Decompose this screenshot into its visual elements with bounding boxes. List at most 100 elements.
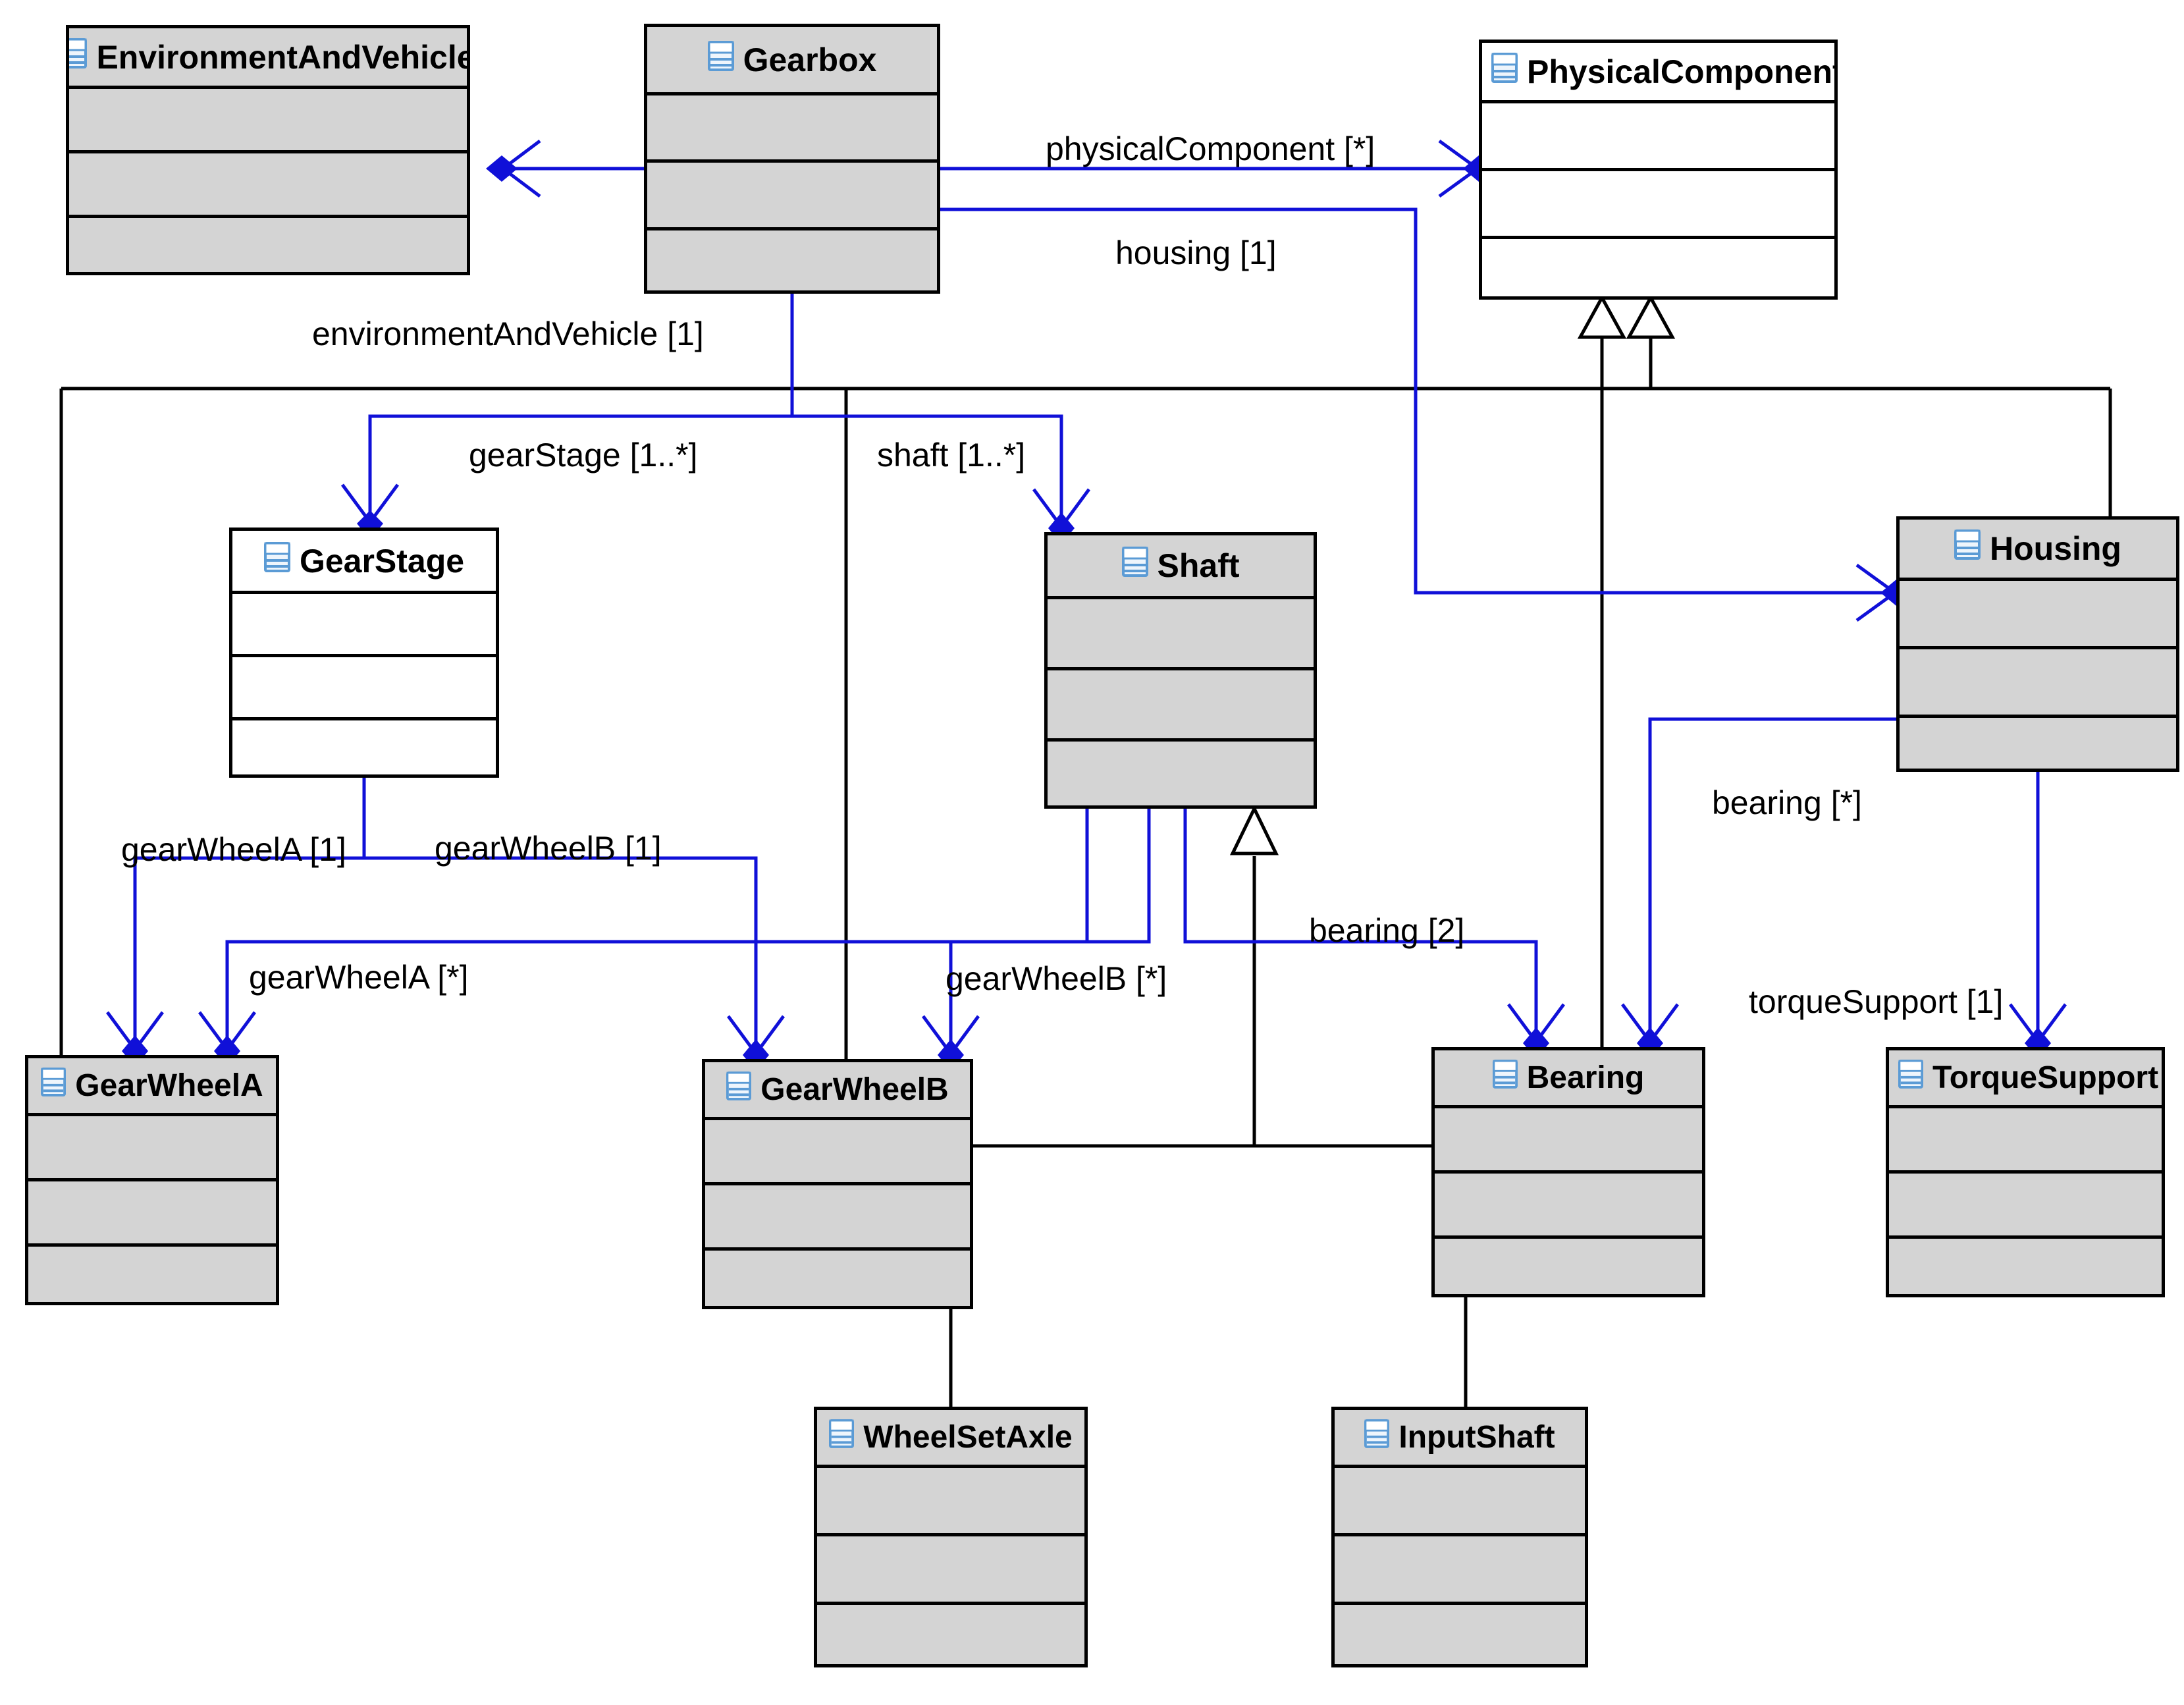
class-compartment [817, 1533, 1084, 1602]
class-box-physicalcomponent[interactable]: PhysicalComponent [1479, 40, 1838, 300]
class-compartment [817, 1602, 1084, 1664]
assoc-label-physicalcomponent: physicalComponent [*] [1046, 130, 1375, 167]
class-title-torquesupport: TorqueSupport [1889, 1050, 2162, 1105]
class-compartment [1889, 1235, 2162, 1294]
class-name-label: TorqueSupport [1932, 1060, 2159, 1095]
class-compartment [1335, 1533, 1585, 1602]
class-compartment [28, 1243, 276, 1302]
class-box-inputshaft[interactable]: InputShaft [1331, 1407, 1588, 1667]
class-icon [1364, 1419, 1390, 1456]
class-name-label: GearWheelB [760, 1072, 949, 1107]
class-compartment [232, 717, 496, 774]
assoc-label-bearing-2: bearing [2] [1309, 912, 1465, 949]
assoc-line-gearstage [368, 294, 794, 524]
class-compartment [1048, 667, 1314, 738]
class-box-wheelsetaxle[interactable]: WheelSetAxle [814, 1407, 1088, 1667]
class-compartment [817, 1465, 1084, 1533]
class-compartment [1335, 1465, 1585, 1533]
class-compartment [705, 1117, 970, 1182]
class-box-housing[interactable]: Housing [1896, 516, 2179, 772]
assoc-diamond-gearstage [357, 510, 383, 539]
class-icon [1492, 1059, 1518, 1096]
class-icon [1898, 1059, 1923, 1096]
class-box-gearwheela[interactable]: GearWheelA [25, 1055, 279, 1305]
class-compartment [647, 92, 937, 159]
assoc-line-housing [940, 207, 1896, 595]
class-title-environmentandvehicle: EnvironmentAndVehicle [69, 28, 467, 86]
class-title-gearwheelb: GearWheelB [705, 1062, 970, 1117]
class-compartment [647, 227, 937, 290]
class-compartment [705, 1247, 970, 1306]
assoc-label-gearwheela-star: gearWheelA [*] [249, 959, 469, 996]
class-compartment [1900, 646, 2176, 715]
class-title-gearwheela: GearWheelA [28, 1058, 276, 1113]
class-compartment [1435, 1235, 1702, 1294]
class-box-torquesupport[interactable]: TorqueSupport [1886, 1047, 2165, 1297]
class-box-bearing[interactable]: Bearing [1431, 1047, 1705, 1297]
generalization-group-physicalcomponent [59, 294, 2112, 1059]
class-name-label: WheelSetAxle [863, 1420, 1073, 1455]
class-icon [707, 40, 734, 79]
class-compartment [1889, 1105, 2162, 1170]
class-name-label: GearWheelA [75, 1068, 263, 1103]
assoc-line-gearwheela-star [225, 809, 1089, 1051]
class-name-label: Gearbox [743, 41, 877, 78]
assoc-label-shaft: shaft [1..*] [877, 437, 1026, 474]
assoc-line-gearwheelb-star [949, 809, 1151, 1055]
class-box-gearwheelb[interactable]: GearWheelB [702, 1059, 973, 1309]
assoc-label-gearwheela-1: gearWheelA [1] [121, 831, 346, 868]
class-icon [829, 1419, 855, 1456]
class-compartment [28, 1113, 276, 1178]
assoc-label-bearing-star: bearing [*] [1712, 784, 1862, 821]
class-name-label: Housing [1990, 530, 2121, 567]
assoc-label-torquesupport: torqueSupport [1] [1749, 983, 2004, 1020]
assoc-label-housing: housing [1] [1115, 234, 1277, 271]
class-title-gearstage: GearStage [232, 531, 496, 591]
class-compartment [1048, 738, 1314, 805]
class-title-housing: Housing [1900, 520, 2176, 578]
generalization-group-shaft [949, 805, 1468, 1407]
class-name-label: InputShaft [1398, 1420, 1555, 1455]
class-box-gearstage[interactable]: GearStage [229, 528, 499, 778]
assoc-label-gearwheelb-star: gearWheelB [*] [946, 960, 1167, 997]
class-compartment [232, 654, 496, 717]
class-compartment [28, 1178, 276, 1243]
class-title-bearing: Bearing [1435, 1050, 1702, 1105]
class-title-physicalcomponent: PhysicalComponent [1482, 43, 1834, 100]
generalization-triangle-right [1626, 294, 1676, 339]
class-title-inputshaft: InputShaft [1335, 1410, 1585, 1465]
class-title-wheelsetaxle: WheelSetAxle [817, 1410, 1084, 1465]
class-icon [1491, 52, 1518, 91]
class-icon [1954, 529, 1981, 568]
class-title-shaft: Shaft [1048, 535, 1314, 596]
class-box-gearbox[interactable]: Gearbox [644, 24, 940, 294]
class-compartment [1482, 168, 1834, 236]
class-name-label: Bearing [1526, 1060, 1645, 1095]
class-box-environmentandvehicle[interactable]: EnvironmentAndVehicle [66, 25, 470, 275]
assoc-line-shaft [792, 414, 1063, 528]
class-compartment [705, 1182, 970, 1247]
assoc-line-gearwheelb-1 [364, 856, 758, 1055]
class-title-gearbox: Gearbox [647, 27, 937, 92]
class-box-shaft[interactable]: Shaft [1044, 532, 1317, 809]
class-compartment [1889, 1170, 2162, 1235]
class-compartment [1900, 578, 2176, 646]
class-compartment [1482, 100, 1834, 168]
assoc-label-gearwheelb-1: gearWheelB [1] [435, 830, 662, 867]
class-compartment [69, 86, 467, 150]
assoc-line-bearing-2 [1183, 809, 1538, 1043]
assoc-diamond-environmentandvehicle [486, 155, 518, 182]
class-name-label: GearStage [299, 542, 465, 580]
assoc-line-bearing-star [1648, 717, 1896, 1043]
class-icon [1121, 547, 1148, 585]
generalization-triangle-left [1577, 294, 1627, 339]
assoc-label-gearstage: gearStage [1..*] [469, 437, 698, 474]
class-name-label: PhysicalComponent [1527, 53, 1834, 90]
class-name-label: Shaft [1157, 547, 1240, 584]
class-compartment [1335, 1602, 1585, 1664]
class-compartment [232, 591, 496, 654]
class-compartment [1435, 1105, 1702, 1170]
class-icon [41, 1067, 67, 1104]
class-compartment [647, 159, 937, 227]
